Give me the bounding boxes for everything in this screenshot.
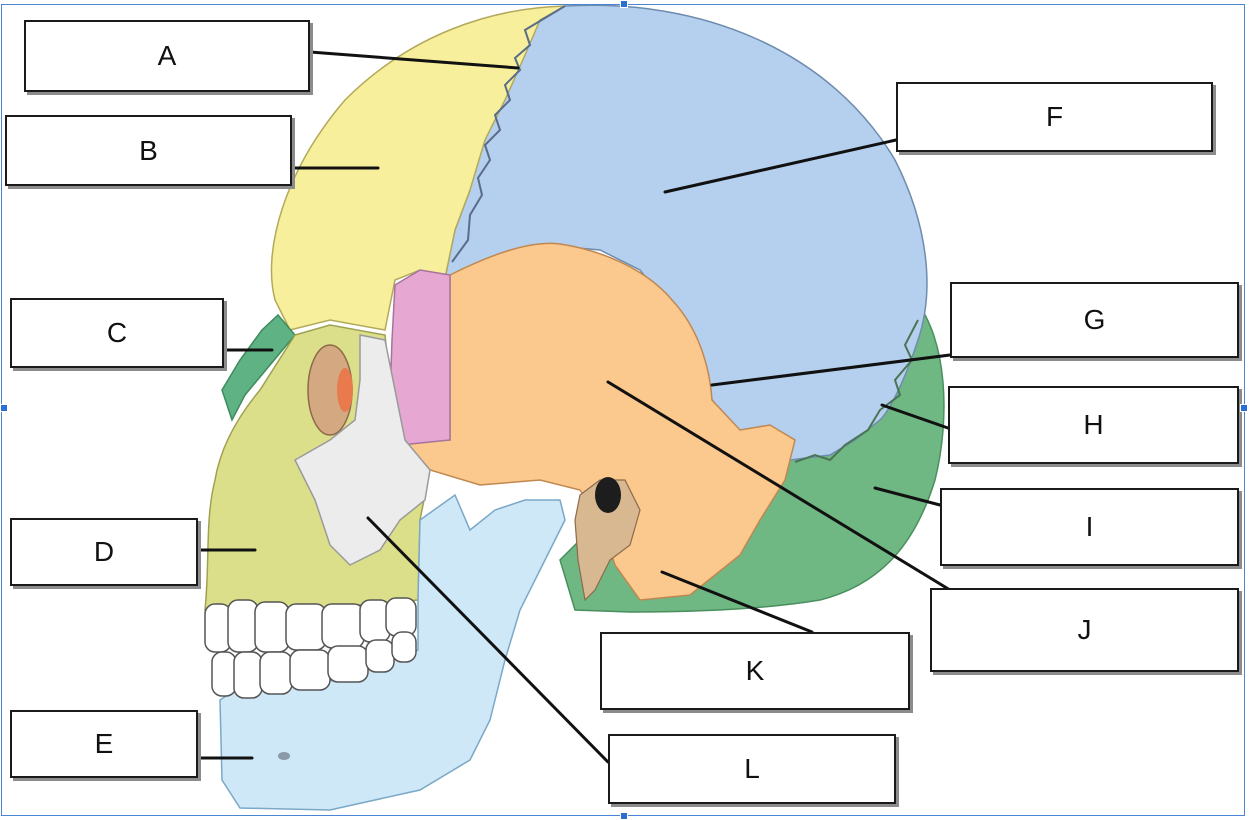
leader-line-f	[663, 138, 898, 194]
label-j-text: J	[1077, 614, 1092, 645]
temporal-bone	[398, 242, 796, 601]
leader-lines	[196, 50, 952, 764]
leader-line-h	[880, 403, 950, 430]
label-box-g[interactable]: G	[950, 282, 1239, 358]
resize-handle-right-middle[interactable]	[1240, 404, 1248, 412]
resize-handle-left-middle[interactable]	[0, 404, 8, 412]
label-g-text: G	[1083, 304, 1106, 335]
label-a-text: A	[157, 40, 177, 71]
label-box-h[interactable]: H	[948, 386, 1239, 464]
label-e-text: E	[94, 728, 114, 759]
sphenoid-bone	[389, 269, 451, 446]
zygomatic-bone	[294, 334, 431, 566]
label-l-text: L	[744, 753, 760, 784]
lambdoid-suture	[794, 319, 919, 463]
ear-canal	[595, 477, 621, 513]
label-box-d[interactable]: D	[10, 518, 198, 586]
label-box-j[interactable]: J	[930, 588, 1239, 672]
label-box-b[interactable]: B	[5, 115, 292, 186]
label-box-a[interactable]: A	[24, 20, 310, 92]
upper-teeth	[204, 597, 417, 653]
label-box-e[interactable]: E	[10, 710, 198, 778]
leader-line-a	[308, 50, 520, 70]
label-c-text: C	[106, 317, 128, 348]
label-box-k[interactable]: K	[600, 632, 910, 710]
coronal-suture	[451, 5, 566, 263]
lacrimal-bone	[337, 368, 353, 412]
resize-handle-top-center[interactable]	[620, 0, 628, 8]
parietal-bone	[444, 4, 928, 461]
label-i-text: I	[1085, 511, 1094, 542]
leader-line-l	[366, 516, 610, 764]
leader-line-g	[710, 353, 952, 387]
leader-line-j	[606, 380, 952, 592]
label-d-text: D	[93, 536, 115, 567]
leader-line-i	[873, 486, 942, 507]
label-k-text: K	[745, 655, 765, 686]
label-h-text: H	[1083, 409, 1104, 440]
label-box-l[interactable]: L	[608, 734, 896, 804]
lower-teeth	[211, 631, 417, 699]
nasal-bone	[221, 313, 296, 422]
leader-line-k	[660, 570, 814, 634]
label-box-f[interactable]: F	[896, 82, 1213, 152]
label-box-c[interactable]: C	[10, 298, 224, 368]
resize-handle-bottom-center[interactable]	[620, 812, 628, 820]
mastoid-process	[574, 479, 641, 602]
mental-foramen	[278, 752, 290, 760]
label-box-i[interactable]: I	[940, 488, 1239, 566]
label-f-text: F	[1045, 101, 1064, 132]
label-b-text: B	[139, 134, 158, 166]
